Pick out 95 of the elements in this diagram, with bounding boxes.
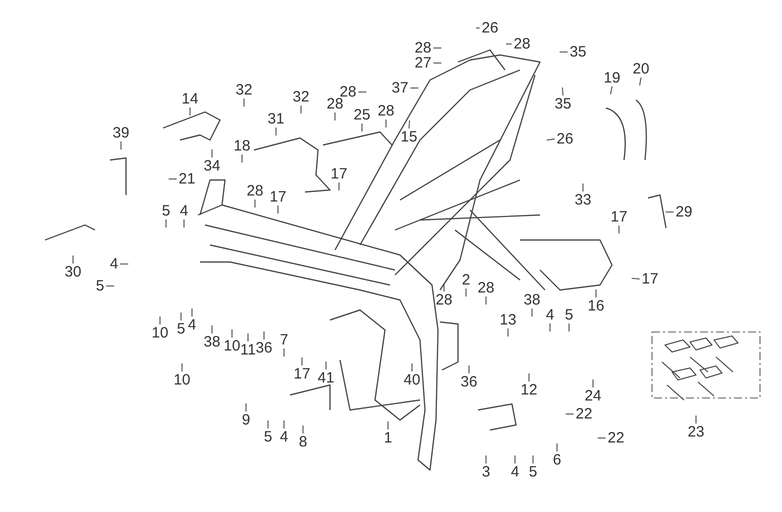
callout-number: 4: [110, 256, 118, 272]
callout-number: 28: [340, 84, 356, 100]
callout-number: 31: [268, 112, 284, 126]
callout-number: 28: [326, 96, 344, 112]
callout-number: 27: [414, 56, 432, 70]
callout-number: 33: [574, 192, 592, 208]
callout-number: 4: [510, 464, 520, 480]
leader-line: [72, 255, 74, 264]
callout-number: 5: [528, 464, 538, 480]
callout-number: 20: [632, 62, 650, 76]
callout-number: 17: [642, 272, 658, 286]
leader-line: [338, 182, 340, 191]
callout-number: 4: [280, 430, 288, 444]
callout-number: 22: [608, 430, 624, 446]
callout-number: 26: [556, 132, 574, 146]
leader-line: [562, 87, 564, 96]
leader-line: [528, 373, 530, 382]
callout-number: 17: [330, 166, 348, 182]
callout-number: 15: [400, 130, 418, 144]
callout-number: 25: [354, 108, 370, 122]
callout-number: 5: [162, 204, 170, 218]
leader-line: [432, 62, 442, 64]
callout-number: 41: [318, 370, 334, 386]
callout-number: 5: [264, 430, 272, 444]
callout-number: 17: [294, 366, 310, 382]
leader-line: [302, 425, 304, 434]
callout-number: 32: [292, 90, 310, 104]
callout-number: 10: [152, 326, 168, 340]
callout-number: 5: [96, 278, 104, 294]
callout-number: 23: [688, 424, 704, 440]
leader-line: [592, 379, 594, 388]
callout-number: 24: [584, 388, 602, 404]
leader-line: [568, 323, 570, 332]
leader-line: [532, 455, 534, 464]
callout-number: 38: [524, 292, 540, 308]
callout-number: 30: [64, 264, 82, 280]
callout-number: 11: [240, 342, 256, 358]
callout-number: 19: [604, 70, 620, 86]
leader-line: [546, 138, 556, 141]
callout-number: 12: [520, 382, 538, 398]
callout-number: 4: [180, 204, 188, 218]
callout-number: 3: [482, 464, 490, 480]
leader-line: [514, 455, 516, 464]
callout-number: 2: [462, 272, 470, 288]
leader-line: [334, 112, 336, 121]
callout-number: 18: [234, 138, 250, 154]
callout-number: 28: [246, 184, 264, 198]
leader-line: [468, 365, 470, 374]
callout-number: 35: [554, 96, 572, 112]
callout-number: 17: [270, 190, 286, 204]
callout-number: 22: [576, 406, 592, 422]
callout-number: 4: [188, 318, 196, 332]
callout-number: 8: [298, 434, 308, 450]
callout-number: 28: [436, 292, 452, 308]
callout-number: 32: [236, 82, 252, 98]
leader-line: [582, 183, 584, 192]
leader-line: [639, 77, 642, 86]
callout-number: 28: [378, 104, 394, 118]
callout-number: 28: [414, 40, 432, 56]
leader-line: [180, 312, 182, 321]
callout-number: 4: [546, 308, 554, 322]
leader-line: [300, 105, 302, 114]
callout-number: 26: [482, 20, 498, 36]
callout-number: 6: [552, 452, 562, 468]
callout-number: 7: [280, 332, 288, 348]
callout-number: 10: [174, 372, 190, 388]
callout-number: 38: [204, 334, 220, 350]
leader-line: [610, 86, 612, 95]
leader-line: [254, 199, 256, 208]
callout-number: 21: [178, 172, 196, 186]
callout-number: 14: [182, 92, 198, 106]
leader-line: [556, 443, 558, 452]
callout-number: 39: [112, 126, 130, 140]
callout-number: 5: [176, 322, 186, 336]
callout-number: 5: [564, 308, 574, 322]
callout-number: 28: [478, 280, 494, 296]
callout-number: 13: [500, 312, 516, 328]
callout-number: 35: [570, 44, 586, 60]
callout-number: 9: [242, 412, 250, 428]
leader-line: [168, 178, 178, 180]
callout-number: 37: [392, 80, 408, 96]
callout-number: 36: [460, 374, 478, 390]
callout-number: 36: [256, 340, 272, 356]
callout-number: 17: [610, 210, 628, 224]
callout-number: 1: [384, 430, 392, 446]
callout-number: 40: [404, 372, 420, 388]
leader-line: [408, 120, 410, 129]
leader-line: [618, 225, 620, 234]
callout-number: 28: [514, 36, 530, 52]
callout-number: 16: [588, 298, 604, 314]
leader-line: [120, 141, 122, 150]
leader-line: [631, 278, 640, 280]
callout-number: 10: [224, 338, 240, 354]
callout-number: 34: [204, 158, 220, 174]
callout-number: 29: [676, 204, 692, 220]
